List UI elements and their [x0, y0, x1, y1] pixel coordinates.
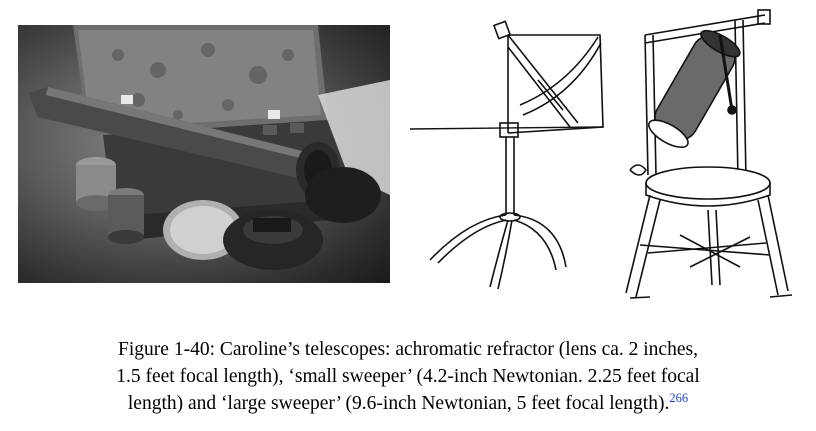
figure	[18, 5, 800, 313]
caption-line-3: length) and ‘large sweeper’ (9.6-inch Ne…	[20, 390, 796, 417]
large-sweeper-art	[625, 9, 793, 299]
figure-caption: Figure 1-40: Caroline’s telescopes: achr…	[20, 336, 796, 417]
footnote-ref-link[interactable]: 266	[669, 391, 689, 405]
caption-line-3-text: length) and ‘large sweeper’ (9.6-inch Ne…	[127, 393, 670, 414]
caption-line-2: 1.5 feet focal length), ‘small sweeper’ …	[116, 366, 700, 387]
refractor-photo	[18, 25, 390, 283]
refractor-photo-art	[28, 25, 390, 270]
small-sweeper-drawing	[408, 15, 618, 300]
small-sweeper-art	[409, 20, 604, 290]
caption-line-1: Figure 1-40: Caroline’s telescopes: achr…	[118, 339, 698, 360]
large-sweeper-drawing	[620, 5, 800, 313]
